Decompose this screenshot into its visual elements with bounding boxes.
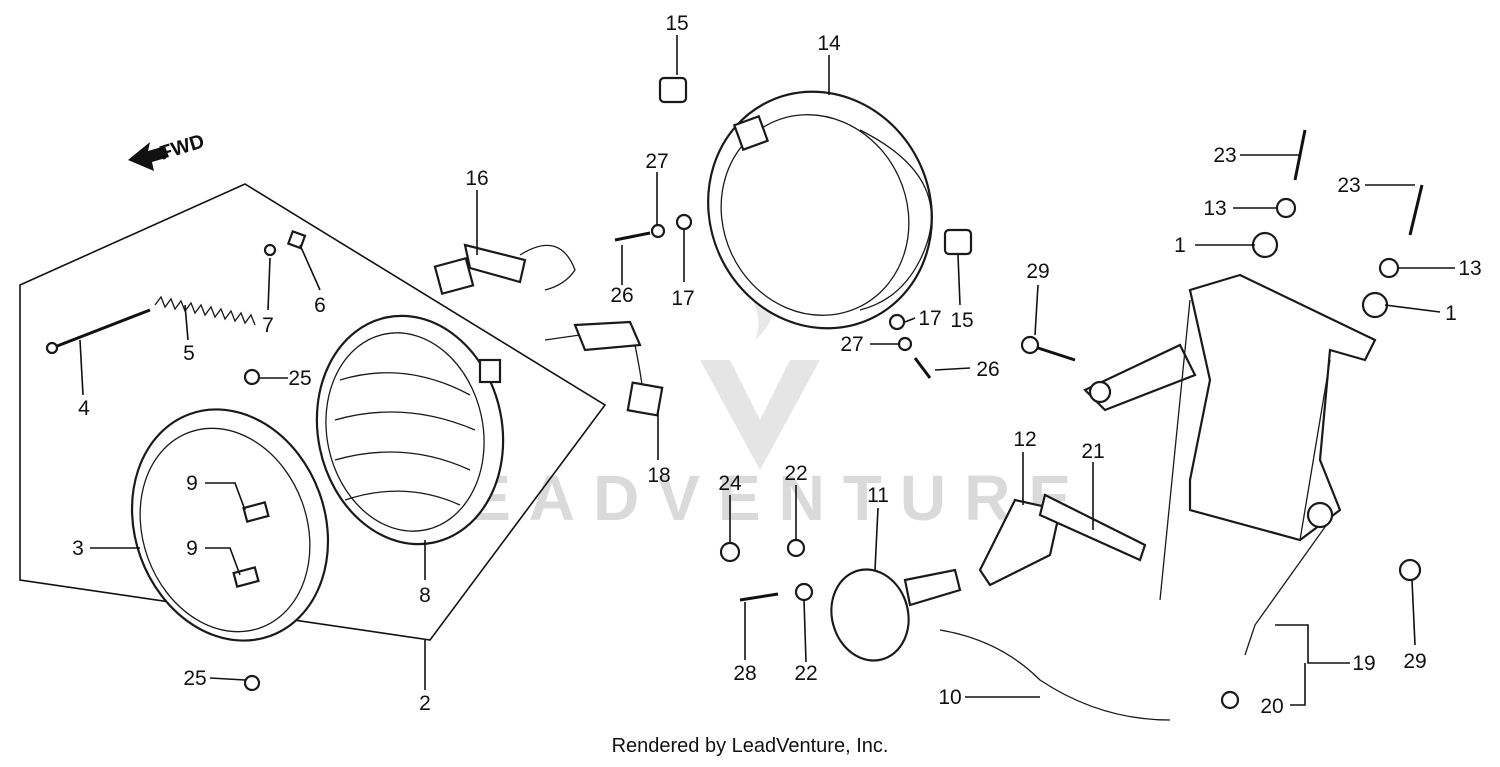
washer-22b	[794, 582, 814, 602]
grommet-15a	[658, 76, 688, 104]
callout-22b: 22	[794, 662, 817, 685]
callout-29b: 29	[1403, 650, 1426, 673]
nut	[286, 229, 307, 250]
fwd-arrow: FWD	[128, 130, 207, 171]
callout-22a: 22	[784, 462, 807, 485]
nut-27a	[650, 223, 666, 239]
bolt-28	[739, 592, 779, 602]
bolt-29a	[1020, 335, 1040, 355]
collar-17b	[888, 313, 906, 331]
collar-13b	[1378, 257, 1400, 279]
collar-13a	[1275, 197, 1297, 219]
collar-17a	[675, 213, 693, 231]
callout-17a: 17	[671, 287, 694, 310]
callout-2: 2	[419, 692, 431, 715]
socket-18	[544, 320, 664, 417]
callout-4: 4	[78, 397, 90, 420]
callout-labels: 1 1 2 3 4 5 6 7 8 9 9 10 11 12 13 13 14 …	[72, 12, 1482, 718]
callout-6: 6	[314, 294, 326, 317]
watermark-text: LEADVENTURE	[411, 462, 1089, 534]
fwd-arrow-icon	[128, 142, 169, 171]
callout-10: 10	[938, 686, 961, 709]
bolt-24	[719, 541, 741, 563]
damper-1a	[1251, 231, 1279, 259]
callout-27b: 27	[840, 333, 863, 356]
callout-21: 21	[1081, 440, 1104, 463]
assembly-outline	[19, 183, 607, 641]
sealed-beam-unit	[315, 314, 505, 546]
screw-25b	[243, 674, 261, 692]
headlight-case	[707, 90, 933, 330]
callout-16: 16	[465, 167, 488, 190]
bolt-29b	[1398, 558, 1422, 582]
spring	[154, 295, 256, 326]
callout-25b: 25	[183, 667, 206, 690]
callout-9b: 9	[186, 537, 198, 560]
callout-17b: 17	[918, 307, 941, 330]
callout-8: 8	[419, 584, 431, 607]
nut-27b	[897, 336, 913, 352]
callout-7: 7	[262, 314, 274, 337]
callout-12: 12	[1013, 428, 1036, 451]
callout-1a: 1	[1174, 234, 1186, 257]
footer-credit: Rendered by LeadVenture, Inc.	[611, 735, 889, 757]
fwd-label: FWD	[157, 130, 207, 164]
callout-5: 5	[183, 342, 195, 365]
washer	[263, 243, 277, 257]
bolt-26a	[614, 231, 651, 242]
callout-13a: 13	[1203, 197, 1226, 220]
callout-19: 19	[1352, 652, 1375, 675]
callout-27a: 27	[645, 150, 668, 173]
callout-9a: 9	[186, 472, 198, 495]
callout-18: 18	[647, 464, 670, 487]
leader-lines	[79, 35, 1455, 706]
grommet-15b	[943, 228, 973, 256]
callout-28: 28	[733, 662, 756, 685]
callout-29a: 29	[1026, 260, 1049, 283]
callout-1b: 1	[1445, 302, 1457, 325]
watermark-logo-icon	[700, 360, 820, 470]
callout-15a: 15	[665, 12, 688, 35]
headlight-bracket	[1083, 273, 1377, 656]
callout-23a: 23	[1213, 144, 1236, 167]
bolt-23b	[1408, 184, 1424, 236]
horn	[830, 568, 1171, 721]
screw-25a	[243, 368, 261, 386]
callout-14: 14	[817, 32, 841, 55]
watermark: LEADVENTURE	[411, 250, 1089, 534]
socket-16	[433, 243, 576, 296]
callout-20: 20	[1260, 695, 1283, 718]
callout-23b: 23	[1337, 174, 1360, 197]
diagram-canvas: LEADVENTURE FWD	[19, 12, 1482, 721]
bolt-26b	[913, 357, 932, 379]
callout-13b: 13	[1458, 257, 1481, 280]
bolt-20	[1220, 690, 1240, 710]
headlight-rim	[130, 408, 330, 642]
callout-25a: 25	[288, 367, 311, 390]
washer-22a	[786, 538, 806, 558]
callout-3: 3	[72, 537, 84, 560]
callout-11: 11	[867, 484, 889, 507]
callout-24: 24	[718, 472, 742, 495]
callout-26a: 26	[610, 284, 633, 307]
damper-1b	[1361, 291, 1389, 319]
adjust-screw	[45, 308, 151, 355]
callout-26b: 26	[976, 358, 999, 381]
callout-15b: 15	[950, 309, 973, 332]
bolt-29a-shank	[1037, 346, 1076, 362]
